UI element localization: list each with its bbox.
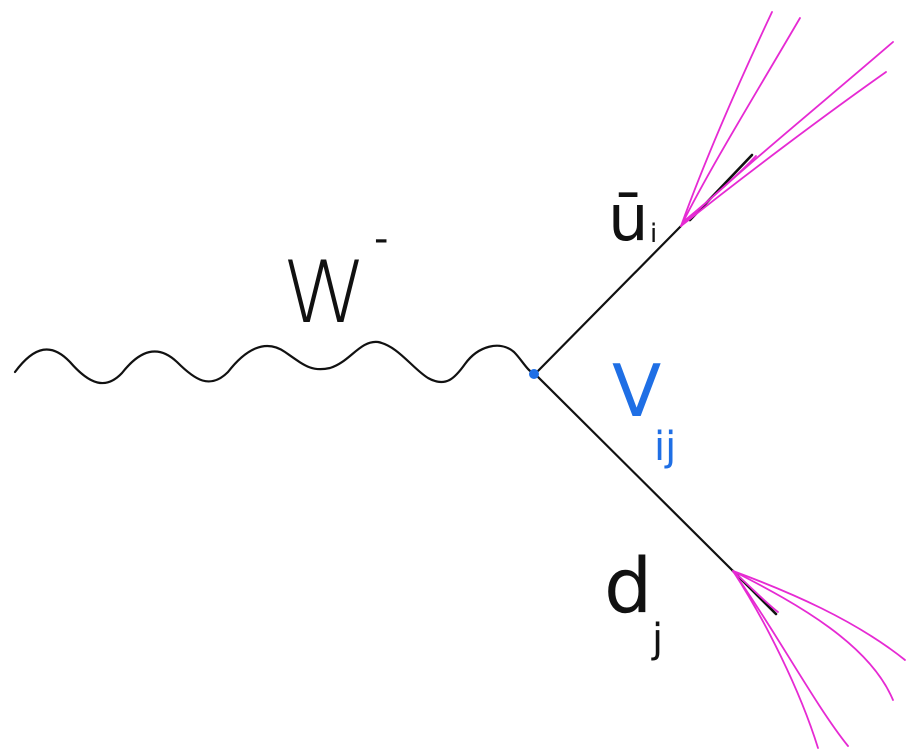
interaction-vertex xyxy=(529,369,539,379)
svg-text:d: d xyxy=(604,541,652,630)
antiquark-label: ū i xyxy=(608,182,657,256)
w-boson-propagator xyxy=(13,340,537,385)
svg-text:V: V xyxy=(612,349,661,433)
ckm-index: ij xyxy=(654,424,676,470)
ckm-element-label: V ij xyxy=(612,349,676,470)
quark-index: j xyxy=(651,616,663,662)
upper-jet-spray xyxy=(680,11,894,227)
antiquark-index: i xyxy=(650,219,657,249)
w-label: W - xyxy=(282,216,388,343)
w-charge-label: - xyxy=(374,216,388,262)
antiquark-line xyxy=(533,224,683,376)
quark-line xyxy=(533,372,735,573)
quark-label: d j xyxy=(604,541,663,662)
lower-jet-spray xyxy=(732,570,906,749)
svg-text:ū: ū xyxy=(608,182,649,256)
svg-text:W: W xyxy=(282,243,367,343)
